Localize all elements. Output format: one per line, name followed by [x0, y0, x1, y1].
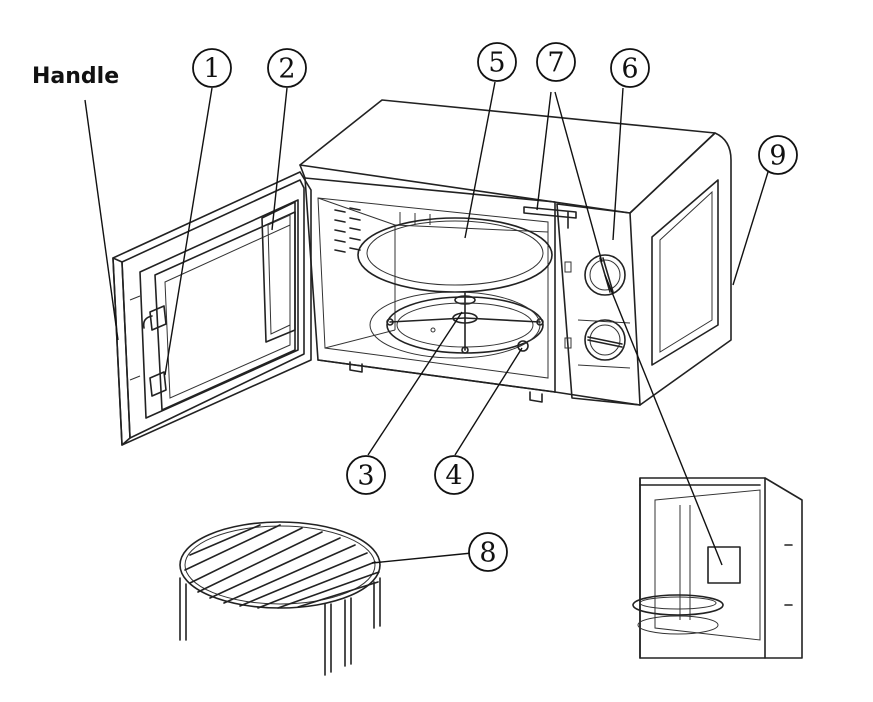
callout-6: 6: [610, 48, 650, 88]
callout-5: 5: [477, 42, 517, 82]
waveguide-cover: [707, 546, 741, 584]
callout-6-number: 6: [621, 54, 638, 85]
cavity-vent-holes: [334, 207, 361, 253]
grill-rack: [179, 521, 381, 676]
callout-4-number: 4: [445, 461, 462, 492]
roller-ring: [386, 296, 544, 354]
control-panel-details: [564, 261, 631, 369]
callout-9-number: 9: [769, 141, 786, 172]
callout-4: 4: [434, 455, 474, 495]
glass-tray: [357, 217, 553, 293]
door-latch: [142, 305, 167, 397]
callout-7: 7: [536, 42, 576, 82]
power-knob: [584, 319, 626, 361]
callout-8-number: 8: [479, 538, 496, 569]
leader-lines: [84, 81, 769, 566]
callout-7-number: 7: [547, 48, 564, 79]
side-vent-panel: [651, 179, 719, 366]
callout-3-number: 3: [357, 461, 374, 492]
door-window: [261, 201, 296, 343]
callout-2: 2: [267, 48, 307, 88]
callout-1: 1: [192, 48, 232, 88]
inset-view: [632, 477, 803, 659]
callout-1-number: 1: [203, 54, 220, 85]
handle-label: Handle: [32, 64, 119, 89]
cavity-floor-detail: [369, 291, 541, 359]
callout-2-number: 2: [278, 54, 295, 85]
callout-3: 3: [346, 455, 386, 495]
callout-9: 9: [758, 135, 798, 175]
safety-interlock: [523, 206, 577, 229]
cabinet: [299, 99, 732, 406]
callout-5-number: 5: [488, 48, 505, 79]
callout-8: 8: [468, 532, 508, 572]
control-panel: [556, 203, 641, 406]
door: [112, 171, 312, 446]
